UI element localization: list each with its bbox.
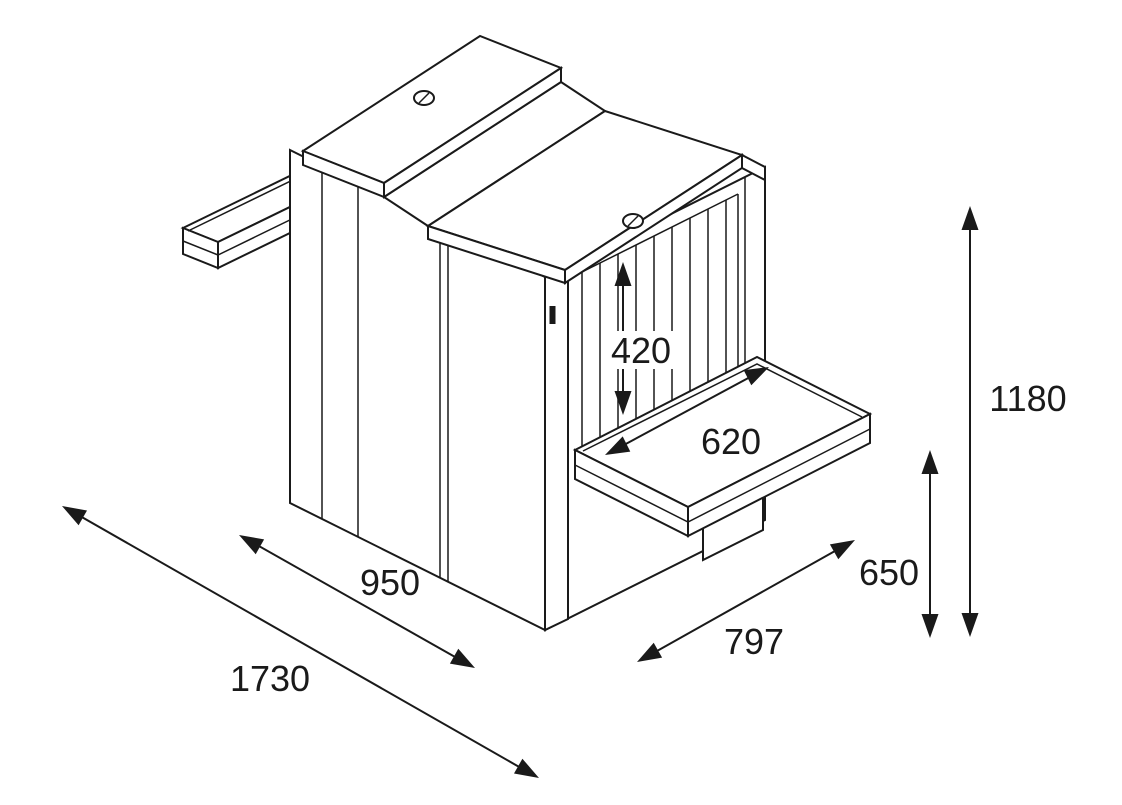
dimension-body-depth: 797 [637, 540, 855, 662]
overall-height-dimension-label: 1180 [989, 378, 1066, 419]
dimension-conveyor-height: 650 [859, 450, 939, 638]
body-depth-dimension-label: 797 [724, 621, 784, 662]
body-length-dimension-label: 950 [360, 562, 420, 603]
label-halo [609, 331, 673, 369]
roof-screw-slot [627, 215, 639, 227]
dimension-overall-height: 1180 [961, 206, 1067, 637]
exit-tray-bevel-line [582, 363, 863, 452]
dimension-line-797 [640, 541, 852, 661]
arrowhead-lower-left [605, 436, 631, 455]
conveyor-height-dimension-label: 650 [859, 552, 919, 593]
arrowhead-up [614, 262, 632, 286]
arrowhead-lower-right [449, 648, 475, 668]
lid-screw-slot [418, 92, 430, 104]
dimension-overall-length: 1730 [62, 506, 539, 778]
arrowhead-up [921, 450, 939, 474]
top-assembly [300, 34, 766, 285]
dimension-body-length: 950 [239, 535, 475, 668]
tunnel-height-dimension-label: 420 [611, 330, 671, 371]
roof-corner-cap [741, 153, 766, 182]
dimension-line-950 [242, 536, 472, 667]
arrowhead-upper-left [239, 535, 265, 555]
arrowhead-up [961, 206, 979, 230]
dimension-tunnel-width: 620 [605, 367, 769, 462]
arrowhead-upper-left [62, 506, 87, 526]
exit-tray [572, 355, 873, 538]
dimension-line-1730 [65, 507, 536, 777]
dimension-tunnel-height: 420 [609, 262, 673, 415]
top-lid-band-right [383, 66, 562, 199]
arrowhead-lower-left [637, 642, 663, 662]
arrowhead-down [921, 614, 939, 638]
arrowhead-down [614, 391, 632, 415]
lock-indicator [549, 306, 556, 324]
tunnel-width-dimension-label: 620 [701, 421, 761, 462]
arrowhead-lower-right [514, 758, 539, 778]
arrowhead-upper-right [743, 367, 769, 386]
corner-post [544, 264, 569, 632]
overall-length-dimension-label: 1730 [230, 658, 310, 699]
arrowhead-down [961, 613, 979, 637]
exit-tray-band-line [574, 428, 871, 523]
arrowhead-upper-right [829, 540, 855, 560]
dimension-line-620 [608, 368, 766, 454]
tunnel-opening-top-edge [581, 193, 739, 273]
